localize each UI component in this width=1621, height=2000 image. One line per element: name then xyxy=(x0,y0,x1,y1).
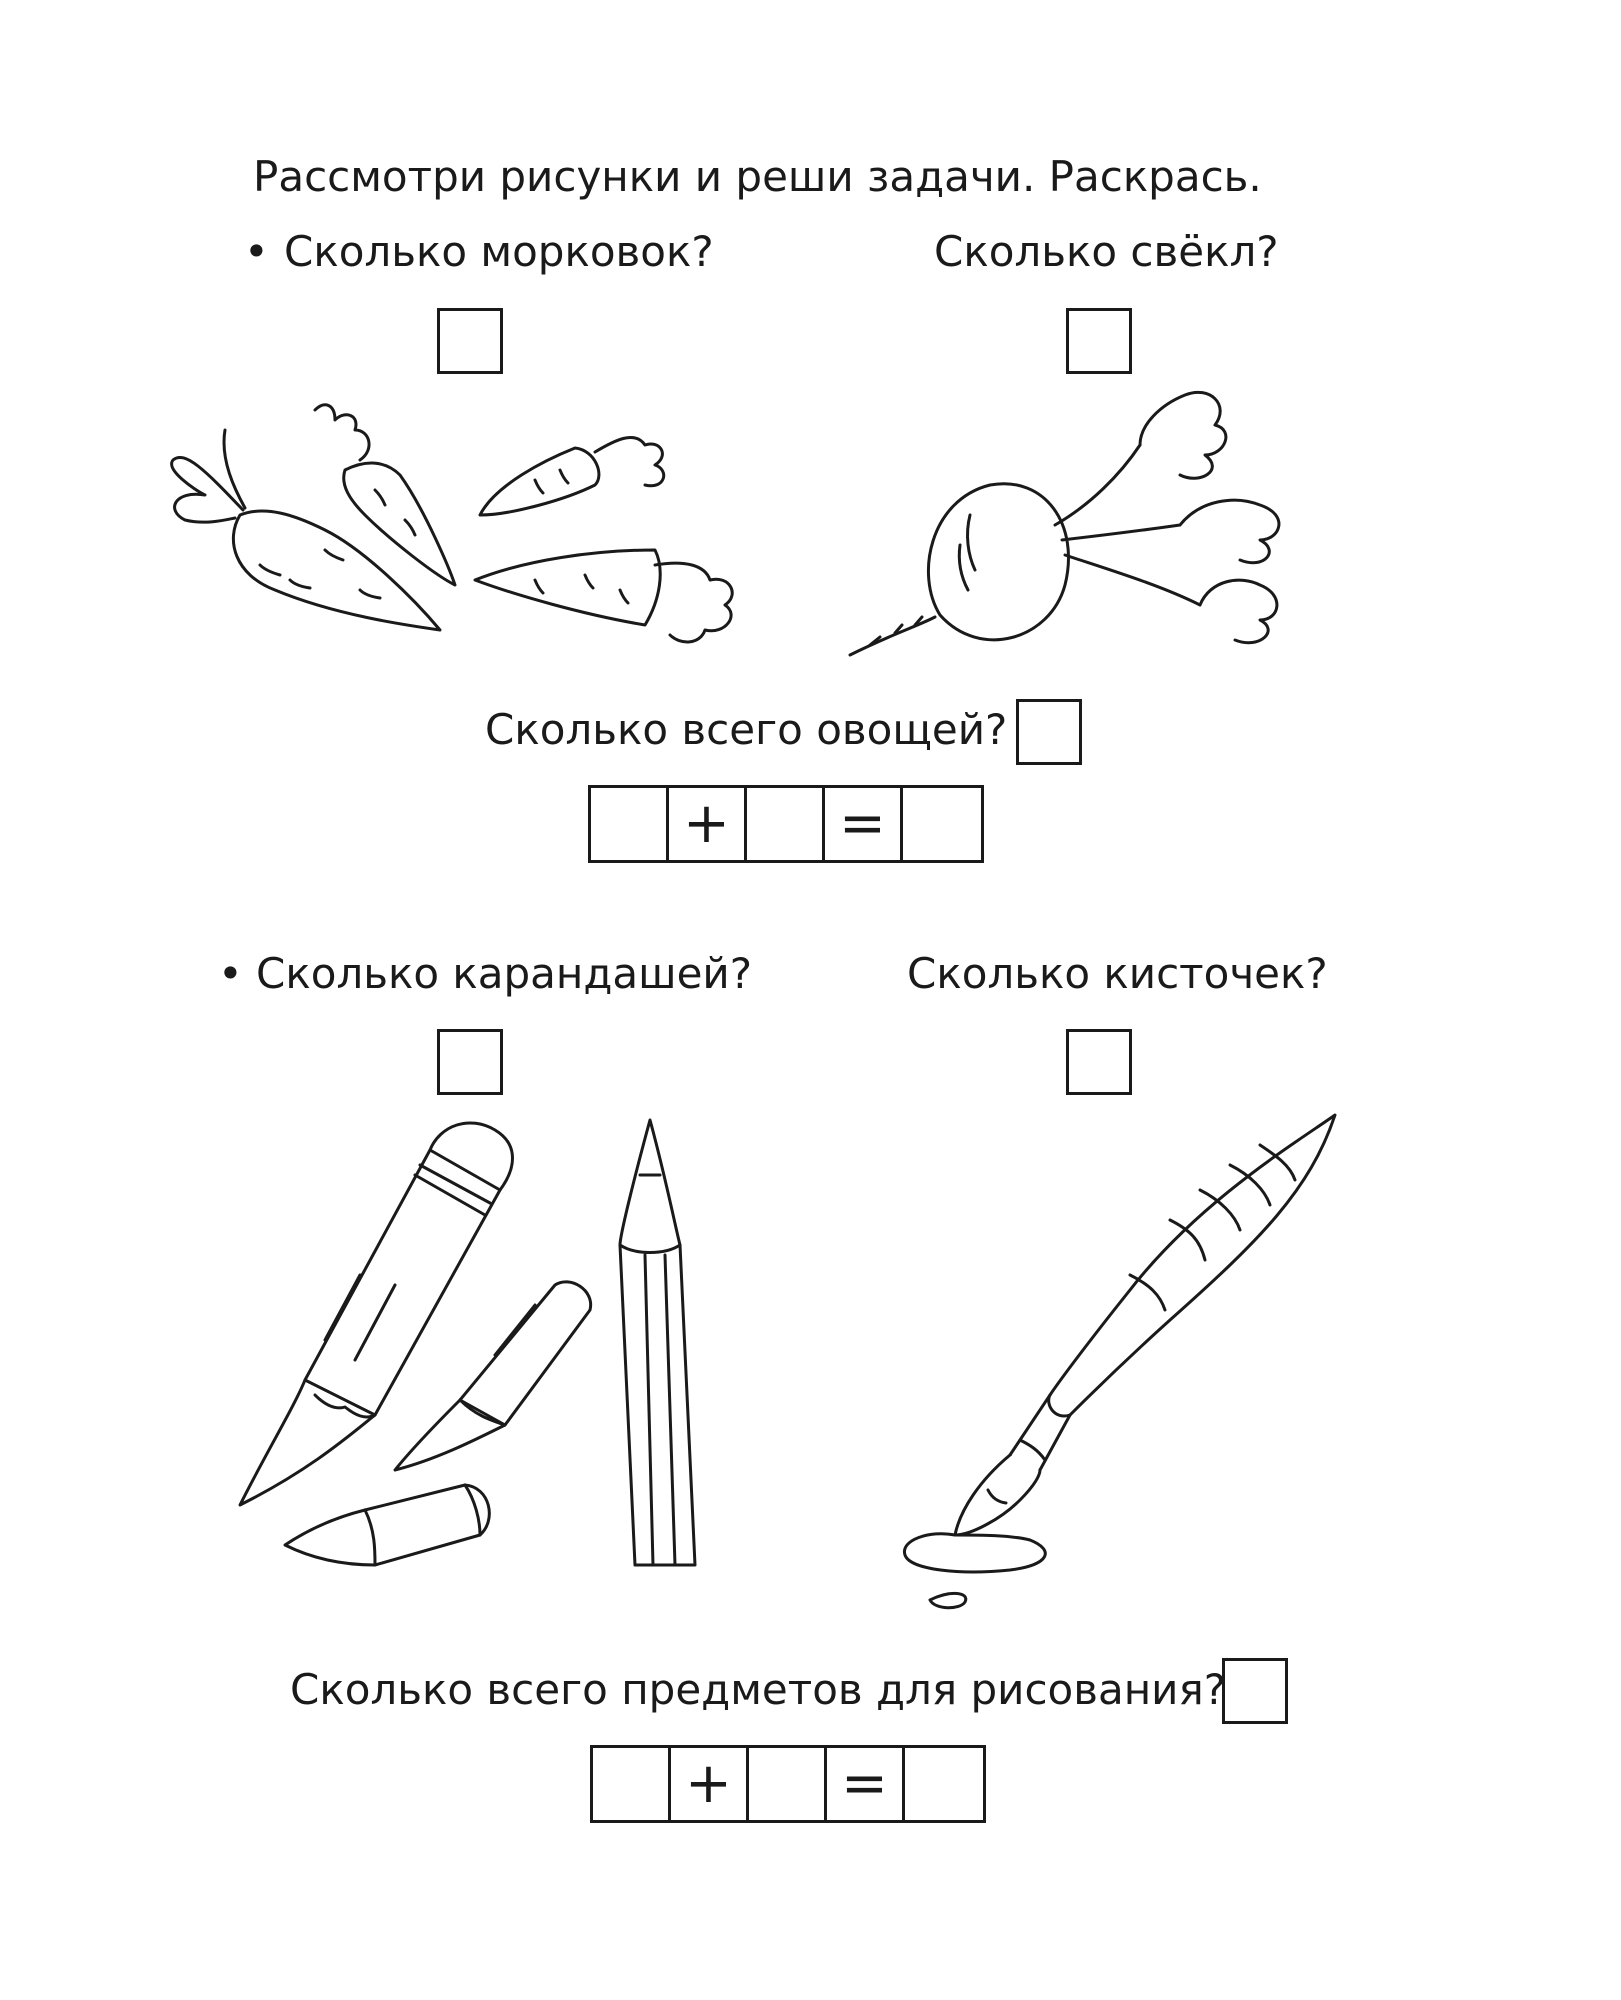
pencil-icon xyxy=(618,1118,697,1567)
vegetables-equation-term2[interactable] xyxy=(747,788,825,860)
pencils-illustration xyxy=(238,1118,697,1567)
drawing-items-equation: + = xyxy=(590,1745,986,1823)
vegetables-equation-term1[interactable] xyxy=(591,788,669,860)
carrots-illustration xyxy=(170,403,734,644)
task1-question-beets: Сколько свёкл? xyxy=(934,227,1279,276)
drawing-items-equation-plus: + xyxy=(671,1748,749,1820)
task2-bullet: • xyxy=(218,949,243,998)
carrot-icon xyxy=(473,548,734,644)
pencil-icon xyxy=(393,1280,593,1472)
vegetables-equation-equals: = xyxy=(825,788,903,860)
brushes-answer-box[interactable] xyxy=(1066,1029,1132,1095)
carrot-icon xyxy=(313,403,457,587)
carrot-icon xyxy=(170,428,442,632)
vegetables-equation-result[interactable] xyxy=(903,788,981,860)
pencils-answer-box[interactable] xyxy=(437,1029,503,1095)
beet-illustration xyxy=(848,390,1281,657)
carrot-icon xyxy=(478,435,666,517)
beets-answer-box[interactable] xyxy=(1066,308,1132,374)
pencil-icon xyxy=(238,1121,514,1507)
task2-question-brushes: Сколько кисточек? xyxy=(907,949,1328,998)
drawing-items-equation-result[interactable] xyxy=(905,1748,983,1820)
drawing-items-total-answer-box[interactable] xyxy=(1222,1658,1288,1724)
task2-question-total: Сколько всего предметов для рисования? xyxy=(290,1665,1227,1714)
task1-question-carrots: Сколько морковок? xyxy=(284,227,714,276)
paintbrush-icon xyxy=(903,1113,1337,1610)
pencil-icon xyxy=(283,1483,491,1567)
paintbrush-illustration xyxy=(903,1113,1337,1610)
instruction-text: Рассмотри рисунки и реши задачи. Раскрас… xyxy=(253,152,1262,201)
task1-bullet: • xyxy=(244,227,269,276)
task1-question-total: Сколько всего овощей? xyxy=(485,705,1008,754)
vegetables-equation: + = xyxy=(588,785,984,863)
drawing-items-equation-term1[interactable] xyxy=(593,1748,671,1820)
drawing-items-equation-equals: = xyxy=(827,1748,905,1820)
task2-question-pencils: Сколько карандашей? xyxy=(256,949,753,998)
vegetables-equation-plus: + xyxy=(669,788,747,860)
drawing-items-equation-term2[interactable] xyxy=(749,1748,827,1820)
carrots-answer-box[interactable] xyxy=(437,308,503,374)
vegetables-total-answer-box[interactable] xyxy=(1016,699,1082,765)
beet-icon xyxy=(848,390,1281,657)
